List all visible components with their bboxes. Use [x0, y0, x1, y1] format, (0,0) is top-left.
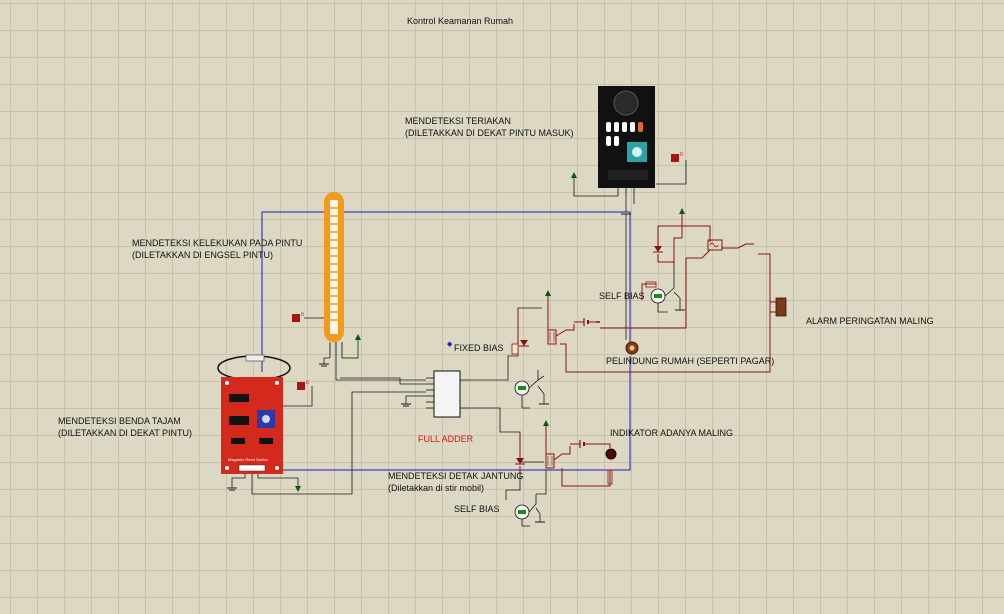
- logic-probe-reed: 0: [297, 380, 309, 390]
- reed-sensor-subtitle: (DILETAKKAN DI DEKAT PINTU): [58, 428, 192, 438]
- indicator-lamp[interactable]: [605, 448, 617, 460]
- full-adder-ic[interactable]: [426, 370, 468, 418]
- blue-bus-wires: [261, 211, 631, 471]
- marker-point: ◆: [447, 341, 453, 348]
- flex-sensor[interactable]: [324, 192, 344, 358]
- flex-sensor-wiring: [304, 317, 426, 381]
- reed-switch-module[interactable]: [217, 354, 291, 474]
- fence-lamp[interactable]: [625, 341, 639, 355]
- alarm-label: ALARM PERINGATAN MALING: [806, 316, 934, 326]
- flex-sensor-subtitle: (DILETAKKAN DI ENGSEL PINTU): [132, 250, 273, 260]
- sound-sensor-wiring: [571, 160, 687, 215]
- diagram-title: Kontrol Keamanan Rumah: [407, 16, 513, 26]
- sound-sensor-title: MENDETEKSI TERIAKAN: [405, 116, 511, 126]
- sound-sensor-module[interactable]: [598, 86, 655, 196]
- reed-board-label: Magnetic Reed Switch: [228, 457, 268, 462]
- heartbeat-subtitle: (Diletakkan di stir mobil): [388, 483, 484, 493]
- sound-sensor-subtitle: (DILETAKKAN DI DEKAT PINTU MASUK): [405, 128, 574, 138]
- fixed-bias-label: FIXED BIAS: [454, 343, 504, 353]
- logic-probe-sound: 0: [671, 152, 683, 162]
- svg-text:0: 0: [306, 380, 309, 386]
- full-adder-label: FULL ADDER: [418, 434, 474, 444]
- reed-sensor-title: MENDETEKSI BENDA TAJAM: [58, 416, 181, 426]
- self-bias-stage-top[interactable]: [600, 208, 754, 329]
- svg-text:0: 0: [680, 152, 683, 158]
- fixed-bias-transistor: [514, 370, 549, 409]
- alarm-speaker[interactable]: [769, 254, 787, 317]
- logic-probe-flex: 0: [292, 312, 304, 322]
- indicator-label: INDIKATOR ADANYA MALING: [610, 428, 733, 438]
- heartbeat-title: MENDETEKSI DETAK JANTUNG: [388, 471, 523, 481]
- svg-text:0: 0: [301, 312, 304, 318]
- full-adder-wiring: [340, 307, 544, 463]
- self-bias-top-label: SELF BIAS: [599, 291, 645, 301]
- self-bias-stage-bottom[interactable]: [505, 470, 547, 527]
- flex-sensor-title: MENDETEKSI KELEKUKAN PADA PINTU: [132, 238, 302, 248]
- fixed-bias-relay-stage[interactable]: [511, 253, 771, 373]
- indicator-relay-stage[interactable]: [515, 420, 613, 487]
- fence-label: PELINDUNG RUMAH (SEPERTI PAGAR): [606, 356, 774, 366]
- self-bias-bottom-label: SELF BIAS: [454, 504, 500, 514]
- reed-switch-wiring: [227, 386, 426, 495]
